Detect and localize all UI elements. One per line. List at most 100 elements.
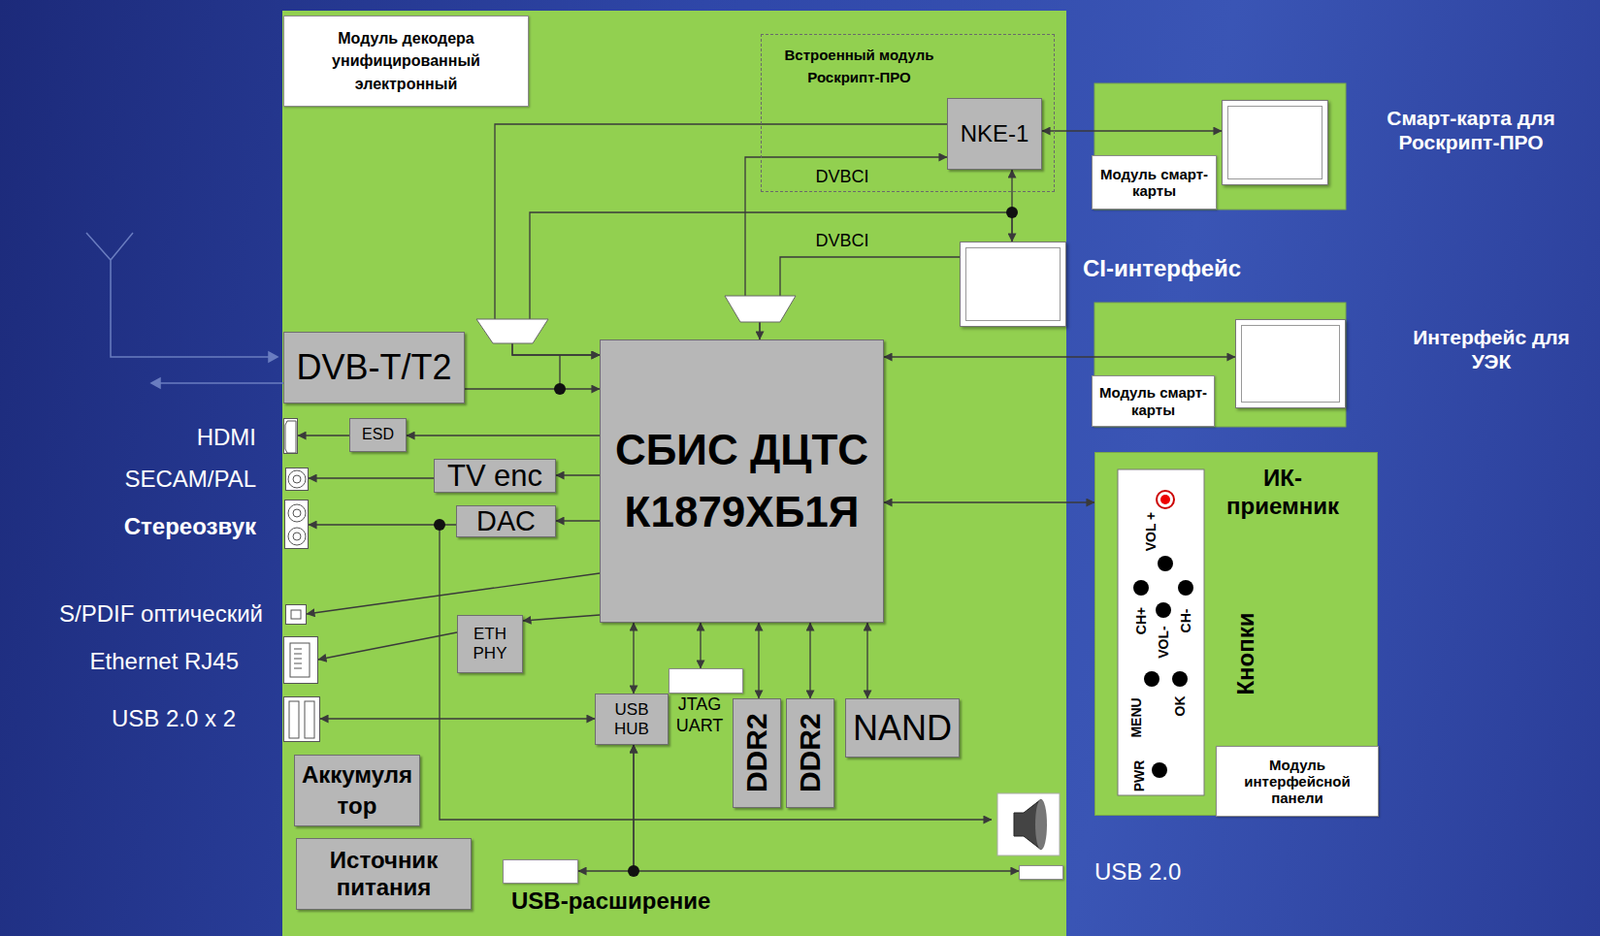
connector: [406, 434, 600, 436]
power-box: Источник питания: [295, 838, 472, 911]
smart-card: Смарт-карта для Роскрипт-ПРО: [1221, 99, 1329, 186]
flash-box: NAND: [845, 698, 960, 758]
connector: [555, 520, 600, 522]
node-text: Модуль декодера унифицированный электрон…: [284, 27, 528, 96]
button-label: CH-: [1177, 609, 1194, 634]
connector: [883, 356, 1236, 358]
esd-box: ESD: [349, 418, 407, 453]
module-box: Модуль интерфейсной панели: [1215, 746, 1379, 817]
antenna: [86, 232, 284, 389]
multiplexer: [724, 295, 796, 323]
node-text: DVB-T/T2: [293, 347, 455, 388]
node-text: Встроенный модуль Роскрипт-ПРО: [761, 44, 957, 89]
connector: [632, 622, 634, 694]
node-text: NAND: [849, 708, 955, 749]
connector: [1042, 130, 1222, 131]
button-label: VOL-: [1155, 625, 1172, 658]
node-text: NKE-1: [957, 120, 1033, 148]
board: [282, 10, 1067, 936]
signal-label: DVBCI: [815, 230, 869, 252]
node-text: USB 2.0: [1094, 858, 1211, 887]
connector: [318, 632, 458, 660]
node-text: CI-интерфейс: [1082, 255, 1287, 284]
connector: [809, 622, 811, 699]
encoder-box: TV enc: [433, 458, 556, 493]
port-icon: [284, 419, 297, 454]
port-icon: [284, 697, 320, 742]
optical-port: S/PDIF оптический: [285, 604, 307, 625]
expansion-port: USB-расширение: [502, 859, 579, 884]
chip-box: NKE-1: [946, 97, 1043, 170]
connector: [866, 622, 868, 699]
node-text: ИК-приемник: [1209, 464, 1356, 522]
dac-box: DAC: [456, 505, 556, 538]
node-text: Аккумулятор: [294, 759, 420, 823]
button-label: OK: [1172, 696, 1188, 718]
connector: [494, 124, 947, 356]
connector: [464, 388, 600, 390]
button-label: MENU: [1128, 697, 1144, 738]
speaker-icon: [997, 793, 1060, 856]
button-label: CH+: [1133, 607, 1149, 635]
ethernet-port: Ethernet RJ45: [283, 636, 319, 685]
connector: [522, 615, 600, 621]
node-text: USB-расширение: [511, 887, 764, 916]
hub-box: USB HUB: [594, 693, 669, 746]
node-text: Модуль смарт-карты: [1092, 384, 1214, 419]
connector: [297, 434, 350, 436]
port-icon: [286, 605, 306, 624]
node-text: Ethernet RJ45: [30, 648, 239, 677]
port-icon: [285, 500, 308, 549]
node-text: SECAM/PAL: [59, 465, 257, 494]
button-label: VOL +: [1142, 512, 1159, 553]
node-text: USB HUB: [595, 700, 668, 739]
usb-port: USB 2.0: [1018, 865, 1064, 881]
node-text: S/PDIF оптический: [10, 600, 263, 629]
ci-slot: CI-интерфейс: [959, 241, 1067, 327]
node-text: Источник питания: [296, 847, 471, 901]
audio-jack: Стереозвук: [284, 499, 309, 550]
connector: [306, 573, 600, 615]
port-icon: [286, 468, 308, 490]
node-text: JTAG UART: [669, 694, 730, 737]
memory-box: DDR2: [732, 698, 782, 809]
connector: [308, 477, 434, 479]
node-text: Модуль смарт-карты: [1092, 165, 1216, 200]
signal-label: DVBCI: [815, 166, 869, 188]
node-text: DDR2: [793, 711, 828, 797]
multiplexer: [476, 319, 549, 344]
node-text: СБИС ДЦТС К1879ХБ1Я: [600, 419, 883, 544]
title-box: Модуль декодера унифицированный электрон…: [283, 15, 529, 107]
smart-card: Интерфейс для УЭК: [1235, 319, 1346, 409]
node-text: TV enc: [444, 458, 546, 494]
soc-box: СБИС ДЦТС К1879ХБ1Я: [599, 339, 884, 623]
connector: [555, 474, 600, 476]
node-text: ESD: [359, 425, 397, 444]
usb-port: USB 2.0 x 2: [283, 696, 321, 743]
connector: [578, 745, 634, 872]
memory-box: DDR2: [785, 698, 835, 809]
node-text: Смарт-карта для Роскрипт-ПРО: [1357, 105, 1585, 155]
node-text: Стереозвук: [59, 513, 257, 542]
node-text: DAC: [473, 505, 539, 538]
connector: [699, 622, 701, 669]
battery-box: Аккумулятор: [293, 754, 421, 827]
tuner-box: DVB-T/T2: [283, 331, 465, 404]
connector: [757, 622, 759, 699]
module-box: Модуль смарт-карты: [1091, 375, 1215, 427]
node-text: HDMI: [97, 424, 257, 453]
hdmi-port: HDMI: [283, 418, 298, 455]
junction-dot: [433, 206, 1018, 878]
debug-port: JTAG UART: [668, 668, 744, 694]
node-text: Интерфейс для УЭК: [1390, 325, 1593, 374]
connector: [320, 718, 595, 719]
node-text: USB 2.0 x 2: [30, 705, 236, 734]
button-label: PWR: [1131, 760, 1147, 793]
node-text: Модуль интерфейсной панели: [1216, 756, 1378, 808]
video-jack: SECAM/PAL: [285, 467, 309, 491]
connector: [883, 501, 1095, 503]
module-box: Модуль смарт-карты: [1091, 155, 1217, 210]
node-text: DDR2: [740, 711, 775, 797]
node-text: Кнопки: [1232, 612, 1261, 695]
